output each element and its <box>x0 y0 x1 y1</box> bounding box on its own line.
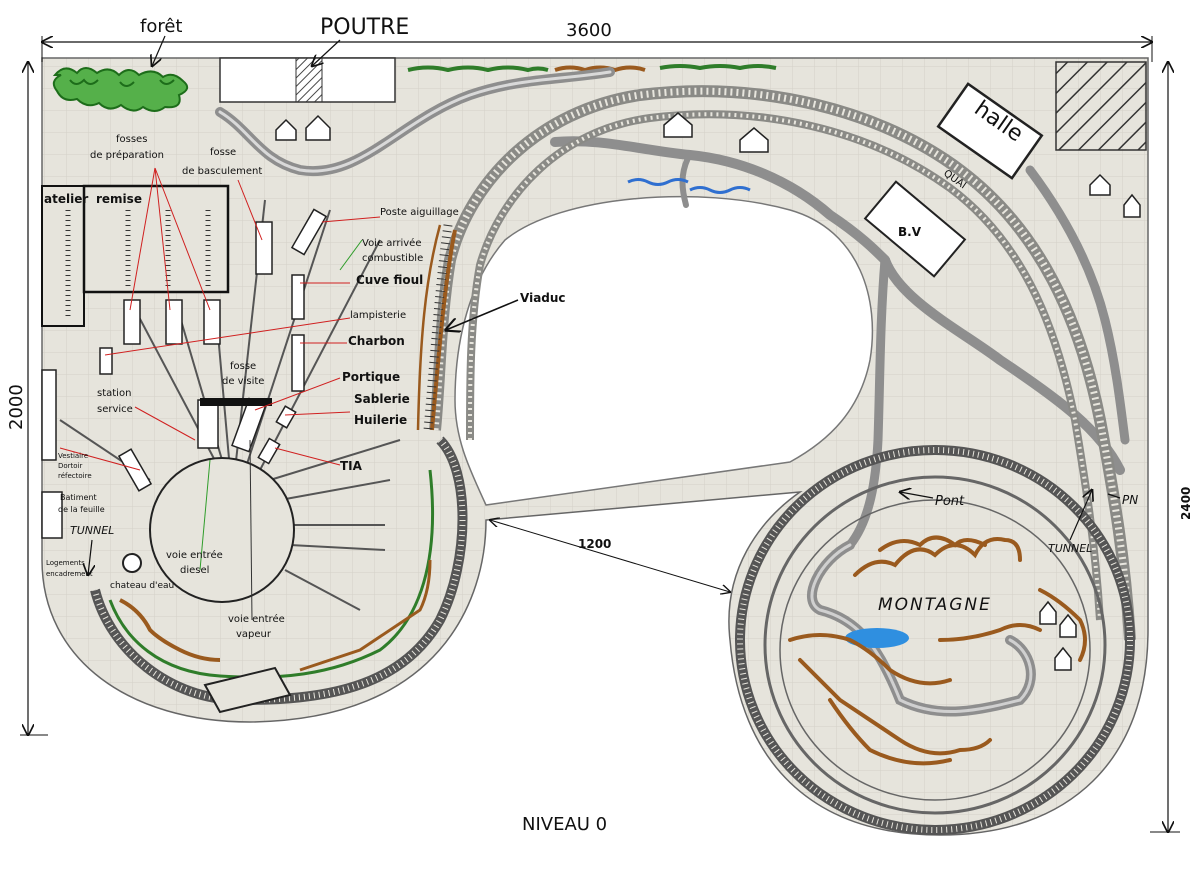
voie-vapeur-label-2: vapeur <box>236 629 272 640</box>
cuve-fioul-label: Cuve fioul <box>356 273 423 287</box>
depot-pits <box>41 208 328 539</box>
mountain <box>788 535 1087 766</box>
hatched-building-top-right <box>1055 61 1147 151</box>
logements-label-1: Logements <box>46 559 85 567</box>
fosse-visite-label-2: de visite <box>222 376 264 387</box>
fosses-label-2: de préparation <box>90 149 164 161</box>
remise-label: remise <box>96 192 142 206</box>
dimension-height-right-label: 2400 <box>1179 487 1193 520</box>
dimension-width-label: 3600 <box>566 20 612 41</box>
central-opening <box>454 195 874 506</box>
vestiaire-label-1: Vestiaire <box>58 452 88 460</box>
voie-diesel-label-1: voie entrée <box>166 549 223 561</box>
lake <box>845 628 909 648</box>
dimension-width: 3600 <box>42 20 1152 62</box>
right-loop-track <box>735 445 1135 835</box>
black-callout-lines <box>249 439 253 621</box>
bottom-structure <box>203 666 292 714</box>
lampisterie-label: lampisterie <box>350 310 406 321</box>
chateau-label: chateau d'eau <box>110 581 174 591</box>
fosse-bascul-label-1: fosse <box>210 147 236 158</box>
green-callout-lines <box>199 239 363 571</box>
portique-label: Portique <box>342 370 400 384</box>
batiment-label-2: de la feuille <box>58 505 105 514</box>
beam: POUTRE <box>219 15 409 103</box>
dimension-gap-label: 1200 <box>578 537 611 551</box>
roads <box>215 67 1130 717</box>
callout-lines <box>59 167 381 471</box>
sablerie-label: Sablerie <box>354 392 410 406</box>
station-label-1: station <box>97 388 131 399</box>
vestiaire-label-2: Dortoir <box>58 462 83 470</box>
station-label-2: service <box>97 404 133 415</box>
water <box>627 178 751 194</box>
houses <box>275 112 1141 671</box>
bv-label: B.V <box>898 225 922 239</box>
dimension-height-left-label: 2000 <box>6 384 27 430</box>
huilerie-label: Huilerie <box>354 413 407 427</box>
viaduct-callout: Viaduc <box>446 291 566 330</box>
logements-label-2: encadrement <box>46 570 93 578</box>
fosses-label-1: fosses <box>116 134 147 145</box>
fosse-bascul-label-2: de basculement <box>182 166 262 177</box>
viaduc-label: Viaduc <box>520 291 566 305</box>
water-tower <box>122 553 142 573</box>
forest: forêt <box>52 16 189 112</box>
pn-label: PN <box>1122 493 1138 507</box>
tunnel-right-label: TUNNEL <box>1048 542 1092 555</box>
left-loop-track <box>90 436 468 706</box>
bv: B.V <box>863 180 967 278</box>
right-loop-labels: Pont TUNNEL PN MONTAGNE <box>878 490 1138 615</box>
poste-aiguillage-label: Poste aiguillage <box>380 207 459 218</box>
dimension-gap: 1200 <box>490 520 730 592</box>
gantry <box>200 398 272 406</box>
top-vegetation-strips <box>407 64 777 73</box>
dimension-height-left: 2000 <box>6 62 48 735</box>
atelier-label: atelier <box>44 192 88 206</box>
voie-diesel-label-2: diesel <box>180 565 209 576</box>
voie-arrivee-label-1: Voie arrivée <box>362 237 421 249</box>
fosse-visite-label-1: fosse <box>230 361 256 372</box>
depot-building: atelier remise <box>41 184 230 327</box>
viaduct <box>416 224 457 431</box>
turntable <box>149 457 295 603</box>
tunnel-left-label: TUNNEL <box>70 524 114 537</box>
voie-arrivee-label-2: combustible <box>362 253 423 264</box>
tia-label: TIA <box>340 459 363 473</box>
vestiaire-label-3: réfectoire <box>58 472 92 480</box>
dimension-height-right: 2400 <box>1150 62 1193 832</box>
beam-label: POUTRE <box>320 15 409 40</box>
montagne-label: MONTAGNE <box>878 595 992 615</box>
depot-labels: fosses de préparation fosse de basculeme… <box>46 134 459 640</box>
pont-label: Pont <box>935 494 965 509</box>
level-title: NIVEAU 0 <box>522 814 607 835</box>
batiment-label-1: Batiment <box>60 493 97 502</box>
charbon-label: Charbon <box>348 334 405 348</box>
forest-label: forêt <box>140 16 183 37</box>
voie-vapeur-label-1: voie entrée <box>228 613 285 625</box>
